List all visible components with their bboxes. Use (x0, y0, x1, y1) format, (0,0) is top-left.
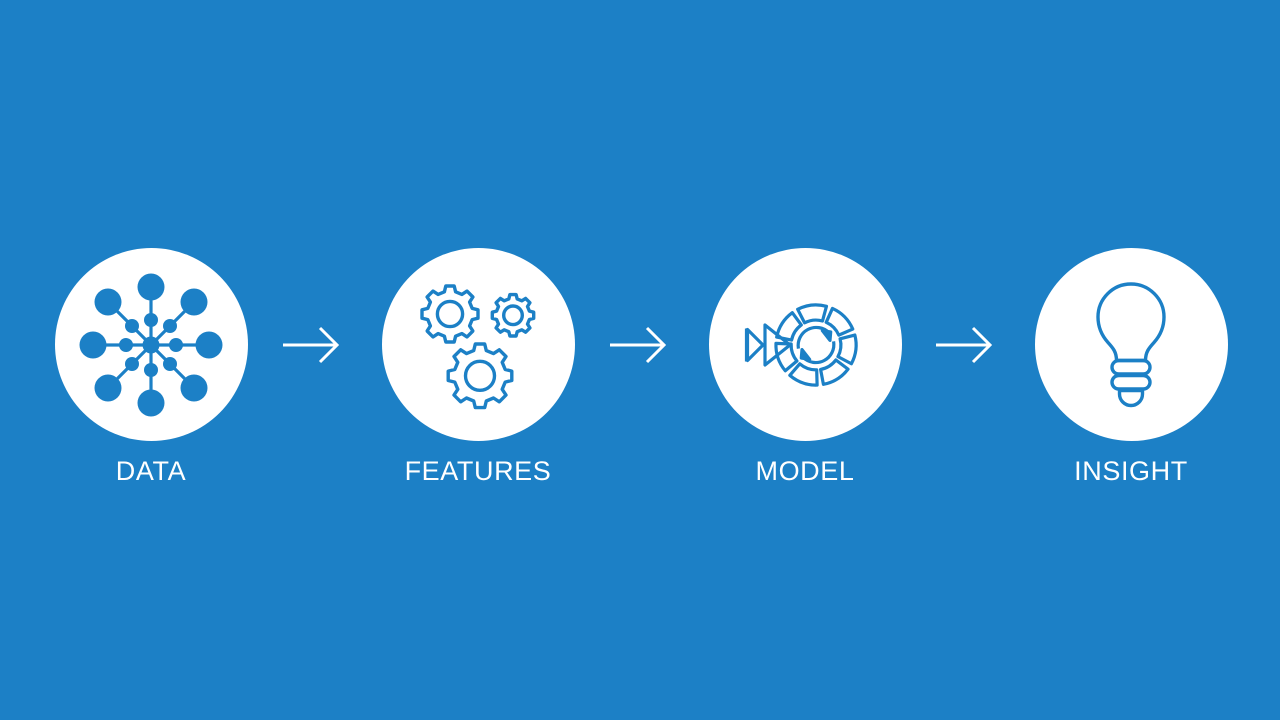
connector-data-to-features (277, 322, 343, 368)
stage-icon-disc (54, 248, 248, 441)
stage-label-model: MODEL (755, 456, 855, 486)
stage-icon-disc (381, 248, 575, 441)
arrow-right-icon (936, 326, 993, 364)
arrow-right-icon (283, 326, 340, 364)
gears-icon (420, 283, 536, 409)
stage-label-features: FEATURES (404, 456, 552, 486)
lightbulb-icon (1096, 281, 1166, 407)
connector-features-to-model (604, 322, 670, 368)
pipeline-stage-insight[interactable]: INSIGHT (1001, 248, 1261, 485)
segmented-ring-refresh-icon (744, 302, 858, 387)
network-nodes-icon (79, 273, 223, 416)
pipeline-stage-data[interactable]: DATA (21, 248, 281, 485)
stage-icon-disc (1034, 248, 1228, 441)
stage-icon-disc (708, 248, 902, 441)
connector-model-to-insight (930, 322, 996, 368)
pipeline-stage-model[interactable]: MODEL (675, 248, 935, 485)
stage-label-data: DATA (115, 456, 187, 486)
arrow-right-icon (610, 326, 667, 364)
stage-label-insight: INSIGHT (1074, 456, 1188, 486)
pipeline-stage-features[interactable]: FEATURES (348, 248, 608, 485)
